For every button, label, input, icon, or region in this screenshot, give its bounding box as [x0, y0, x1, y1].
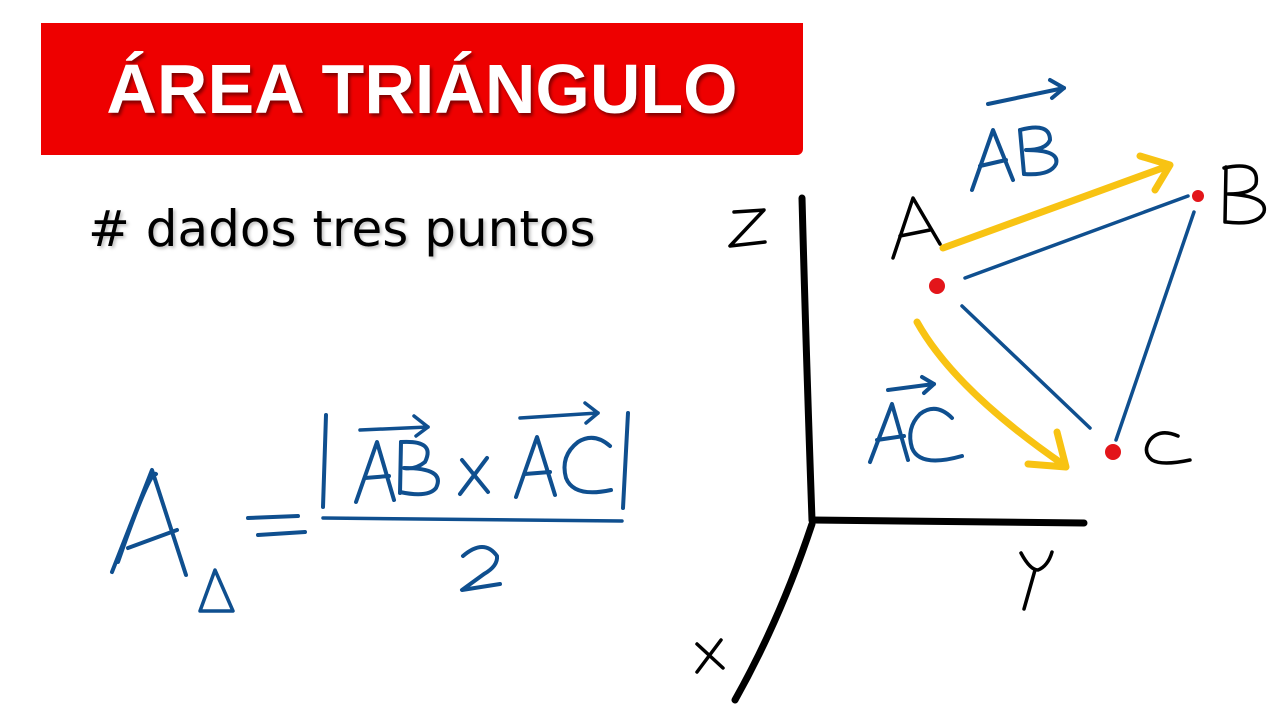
- vector-ac-yellow-arrow: [913, 318, 1070, 471]
- y-axis: [808, 516, 1088, 527]
- triangle-subscript-icon: [198, 568, 235, 613]
- axis-label-y: [1019, 550, 1054, 611]
- edge-bc: [1114, 210, 1196, 442]
- point-label-b: [1222, 164, 1267, 225]
- yellow-vectors: [913, 152, 1174, 471]
- vector-ab-yellow-arrow: [939, 152, 1174, 252]
- fraction-bar: [321, 516, 624, 523]
- diagram-vector-ac-label: [868, 375, 964, 464]
- point-label-c: [1144, 431, 1192, 465]
- axis-label-z: [728, 208, 767, 248]
- abs-bar-right: [621, 411, 630, 510]
- point-a-dot: [929, 278, 945, 294]
- point-c-dot: [1105, 444, 1121, 460]
- coordinate-axes: [731, 194, 1088, 704]
- formula-ac-letters: [514, 435, 613, 499]
- point-label-a: [891, 196, 942, 260]
- triangle-edges: [960, 194, 1196, 442]
- equals-sign: [246, 514, 307, 537]
- title-banner: ÁREA TRIÁNGULO: [41, 23, 803, 155]
- edge-ac: [960, 304, 1092, 430]
- subtitle: # dados tres puntos: [88, 200, 596, 258]
- area-formula: [110, 401, 630, 613]
- formula-ab-letters: [354, 439, 440, 504]
- point-b-dot: [1192, 190, 1204, 202]
- formula-denominator: [460, 545, 502, 592]
- vector-ab-arrow: [358, 414, 430, 438]
- x-axis: [731, 520, 816, 704]
- formula-cross: [458, 456, 490, 496]
- abs-bar-left: [321, 413, 328, 509]
- triangle-points: [929, 190, 1204, 460]
- page-title: ÁREA TRIÁNGULO: [106, 50, 738, 128]
- diagram-vector-ab-label: [970, 78, 1066, 192]
- vector-ac-arrow: [518, 401, 600, 425]
- edge-ab: [963, 194, 1190, 280]
- area-symbol: [110, 468, 188, 577]
- z-axis: [798, 194, 816, 524]
- axis-label-x: [695, 638, 725, 674]
